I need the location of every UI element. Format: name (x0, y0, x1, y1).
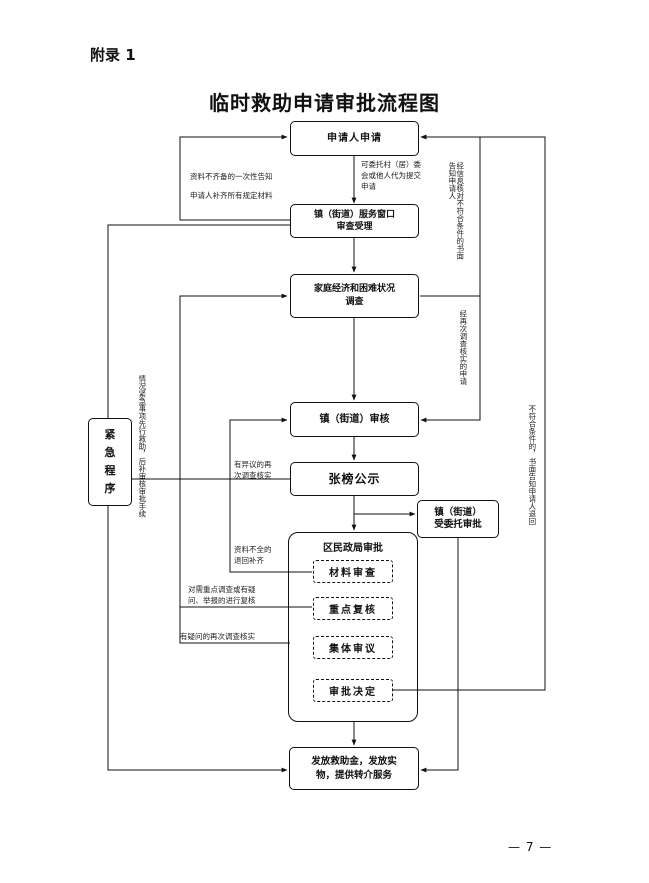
material-review-step: 材料审查 (313, 560, 393, 583)
investigation-label: 家庭经济和困难状况 (313, 283, 395, 294)
emergency-lower (107, 506, 288, 773)
loop-incomplete-materials (179, 134, 290, 221)
street-review-box: 镇（街道）审核 (290, 402, 419, 437)
note-incomplete-materials: 资料不齐备的一次性告知 申请人补齐所有规定材料 (190, 172, 273, 202)
note-objection: 有异议的再 次调查核实 (234, 460, 272, 482)
collective-review-step: 集体审议 (313, 636, 393, 659)
loop-reinvestigate (420, 296, 481, 423)
district-bureau-container (288, 532, 418, 722)
note-key-check: 对需重点调查或有疑 问、举报的进行复核 (188, 585, 256, 607)
note-entrust: 可委托村（居）委 会或他人代为提交 申请 (361, 160, 421, 193)
street-window-label: 镇（街道）服务窗口 (313, 209, 395, 220)
note-not-eligible-info: 经信息核对不符合条件的书面告知申请人 (447, 162, 465, 260)
note-entrust-line2: 会或他人代为提交 (361, 170, 421, 180)
district-bureau-label: 区民政局审批 (323, 543, 383, 554)
investigation-box: 家庭经济和困难状况 调查 (290, 274, 419, 318)
note-return-line2: 退回补齐 (234, 555, 264, 565)
note-incomplete-line1: 资料不齐备的一次性告知 (190, 172, 273, 181)
note-objection-line2: 次调查核实 (234, 470, 272, 480)
loop-bureau-to-investigation (179, 293, 290, 644)
publicity-label: 张榜公示 (328, 472, 381, 486)
arrow-commissioned-to-issue (420, 538, 459, 773)
note-return-line1: 资料不全的 (234, 545, 272, 554)
issue-assistance-box: 发放救助金，发放实 物，提供转介服务 (289, 747, 419, 790)
appendix-label: 附录 1 (90, 46, 136, 64)
applicant-box: 申请人申请 (290, 121, 419, 156)
note-entrust-line1: 可委托村（居）委 (361, 160, 421, 169)
street-window-sublabel: 审查受理 (336, 222, 373, 232)
note-reinvestigate: 经再次调查核实的申请 (458, 310, 468, 385)
note-entrust-line3: 申请 (361, 181, 376, 191)
publicity-box: 张榜公示 (290, 462, 419, 496)
commissioned-approval-box: 镇（街道） 受委托审批 (417, 500, 499, 538)
note-incomplete-line2: 申请人补齐所有规定材料 (190, 190, 273, 200)
note-emergency: 情况紧急事项先行救助，后补审核审批手续 (137, 375, 147, 518)
emergency-label: 紧急程序 (104, 427, 116, 496)
key-recheck-step: 重点复核 (313, 597, 393, 620)
page-number: — 7 — (508, 840, 553, 854)
commissioned-sublabel: 受委托审批 (434, 519, 482, 530)
note-not-eligible-return: 不符合条件的，书面告知申请人退回 (527, 405, 537, 525)
street-window-box: 镇（街道）服务窗口 审查受理 (290, 204, 419, 238)
note-key-line1: 对需重点调查或有疑 (188, 585, 256, 594)
page-title: 临时救助申请审批流程图 (209, 91, 440, 115)
note-objection-line1: 有异议的再 (234, 460, 272, 469)
emergency-upper (107, 224, 290, 418)
street-review-label: 镇（街道）审核 (319, 414, 390, 425)
loop-incomplete-return (229, 479, 312, 573)
applicant-label: 申请人申请 (327, 133, 382, 144)
note-doubt-recheck: 有疑问的再次调查核实 (180, 632, 255, 641)
commissioned-label: 镇（街道） (434, 506, 482, 518)
investigation-sublabel: 调查 (345, 297, 364, 307)
note-key-line2: 问、举报的进行复核 (188, 595, 256, 605)
loop-objection (229, 417, 290, 480)
issue-sublabel: 物，提供转介服务 (315, 769, 392, 781)
emergency-procedure-box: 紧急程序 (88, 418, 132, 506)
approval-decision-step: 审批决定 (313, 679, 393, 702)
issue-label: 发放救助金，发放实 (311, 755, 397, 767)
note-incomplete-return: 资料不全的 退回补齐 (234, 545, 272, 567)
loop-decision-not-eligible (393, 134, 546, 691)
